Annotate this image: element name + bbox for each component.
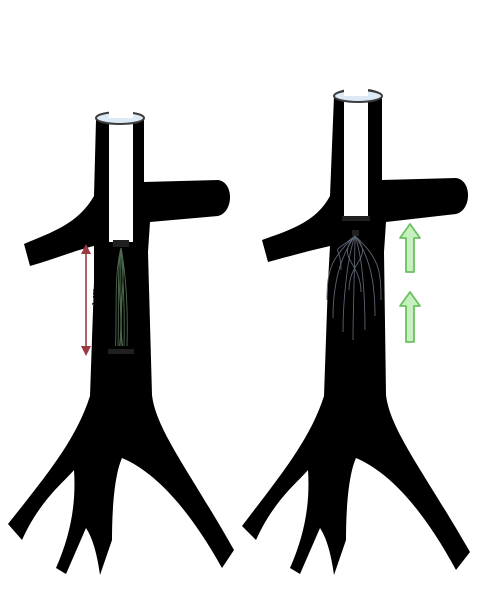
sheath-top-cap xyxy=(113,240,129,247)
filter-hub xyxy=(352,230,359,236)
catheter-in-vessel-right xyxy=(344,94,368,218)
measurement-label: ≤1 cm xyxy=(91,288,99,311)
up-arrow-icon xyxy=(400,224,420,272)
catheter-tip-cap xyxy=(342,216,370,221)
double-headed-arrow-icon xyxy=(81,244,91,356)
catheter-stem-right xyxy=(344,0,368,96)
sheath-bottom-cap xyxy=(108,349,134,354)
catheter-in-vessel xyxy=(109,108,133,242)
up-arrow-icon xyxy=(400,292,420,342)
catheter-stem xyxy=(109,0,133,118)
left-panel: ≤1 cm xyxy=(8,0,234,575)
right-panel xyxy=(242,0,470,575)
